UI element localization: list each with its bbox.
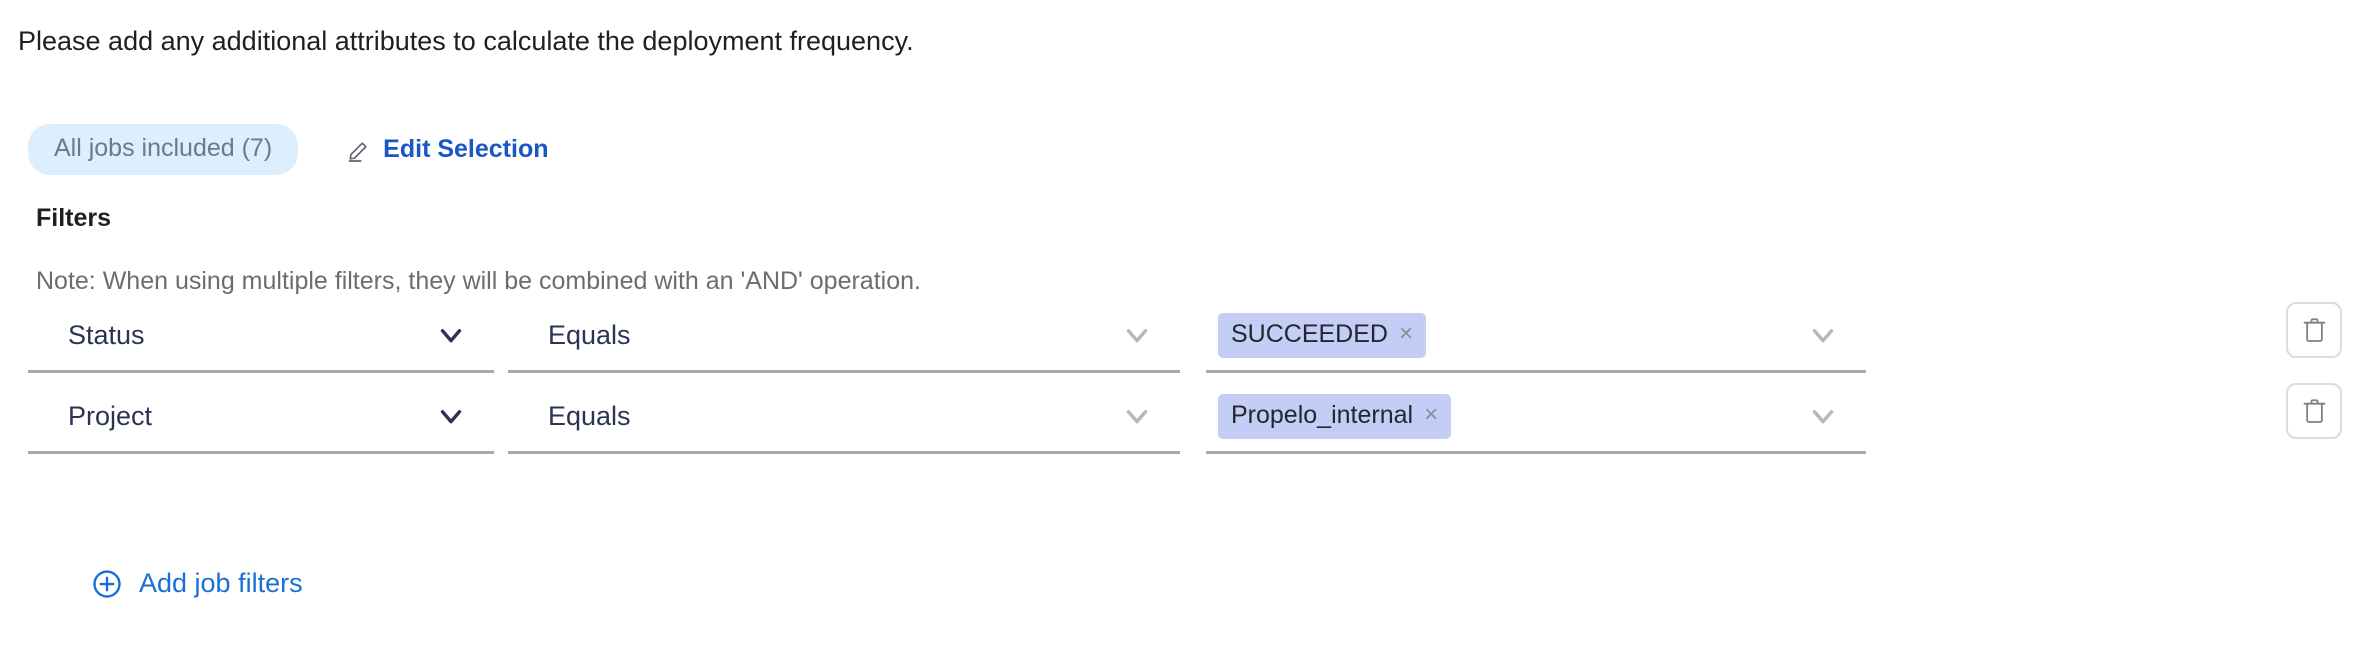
pencil-icon: [348, 141, 367, 162]
remove-chip-icon[interactable]: ×: [1398, 320, 1413, 347]
delete-filter-button[interactable]: [2286, 302, 2342, 358]
trash-icon: [2303, 398, 2325, 423]
filters-heading: Filters: [36, 204, 112, 232]
chevron-down-icon: [1812, 410, 1834, 424]
add-job-filters-label: Add job filters: [139, 568, 303, 598]
filters-note: Note: When using multiple filters, they …: [36, 267, 921, 295]
filter-operator-select[interactable]: Equals: [508, 300, 1180, 373]
add-job-filters-button[interactable]: Add job filters: [92, 568, 303, 599]
filter-attribute-value: Project: [68, 400, 153, 431]
filter-attribute-select[interactable]: Project: [28, 381, 494, 454]
chevron-down-icon: [1126, 410, 1148, 424]
filter-value-select[interactable]: Propelo_internal ×: [1206, 381, 1866, 454]
plus-circle-icon: [93, 569, 121, 598]
filter-value-chip[interactable]: SUCCEEDED ×: [1218, 312, 1426, 358]
filter-value-chips: SUCCEEDED ×: [1206, 312, 1806, 358]
filter-value-chips: Propelo_internal ×: [1206, 393, 1806, 439]
filter-value-select[interactable]: SUCCEEDED ×: [1206, 300, 1866, 373]
filter-operator-value: Equals: [548, 319, 631, 350]
filter-value-chip-label: SUCCEEDED: [1231, 319, 1388, 348]
chevron-down-icon: [440, 410, 462, 424]
filter-value-chip-label: Propelo_internal: [1231, 400, 1414, 429]
chevron-down-icon: [1812, 329, 1834, 343]
chevron-down-icon: [440, 329, 462, 343]
filter-operator-value: Equals: [548, 400, 631, 431]
filter-row: Status Equals SUCCEEDED ×: [0, 300, 2376, 381]
filter-attribute-value: Status: [68, 319, 145, 350]
remove-chip-icon[interactable]: ×: [1424, 401, 1439, 428]
chevron-down-icon: [1126, 329, 1148, 343]
filter-operator-select[interactable]: Equals: [508, 381, 1180, 454]
selection-row: All jobs included (7) Edit Selection: [28, 124, 548, 175]
jobs-included-badge: All jobs included (7): [28, 124, 299, 175]
trash-icon: [2303, 317, 2325, 342]
filter-value-chip[interactable]: Propelo_internal ×: [1218, 393, 1452, 439]
edit-selection-button[interactable]: Edit Selection: [346, 135, 548, 164]
delete-filter-button[interactable]: [2286, 383, 2342, 439]
filter-attribute-select[interactable]: Status: [28, 300, 494, 373]
edit-selection-label: Edit Selection: [383, 135, 549, 163]
filter-rows: Status Equals SUCCEEDED ×: [0, 300, 2376, 462]
filter-row: Project Equals Propelo_internal ×: [0, 381, 2376, 462]
page-instruction: Please add any additional attributes to …: [18, 26, 914, 56]
